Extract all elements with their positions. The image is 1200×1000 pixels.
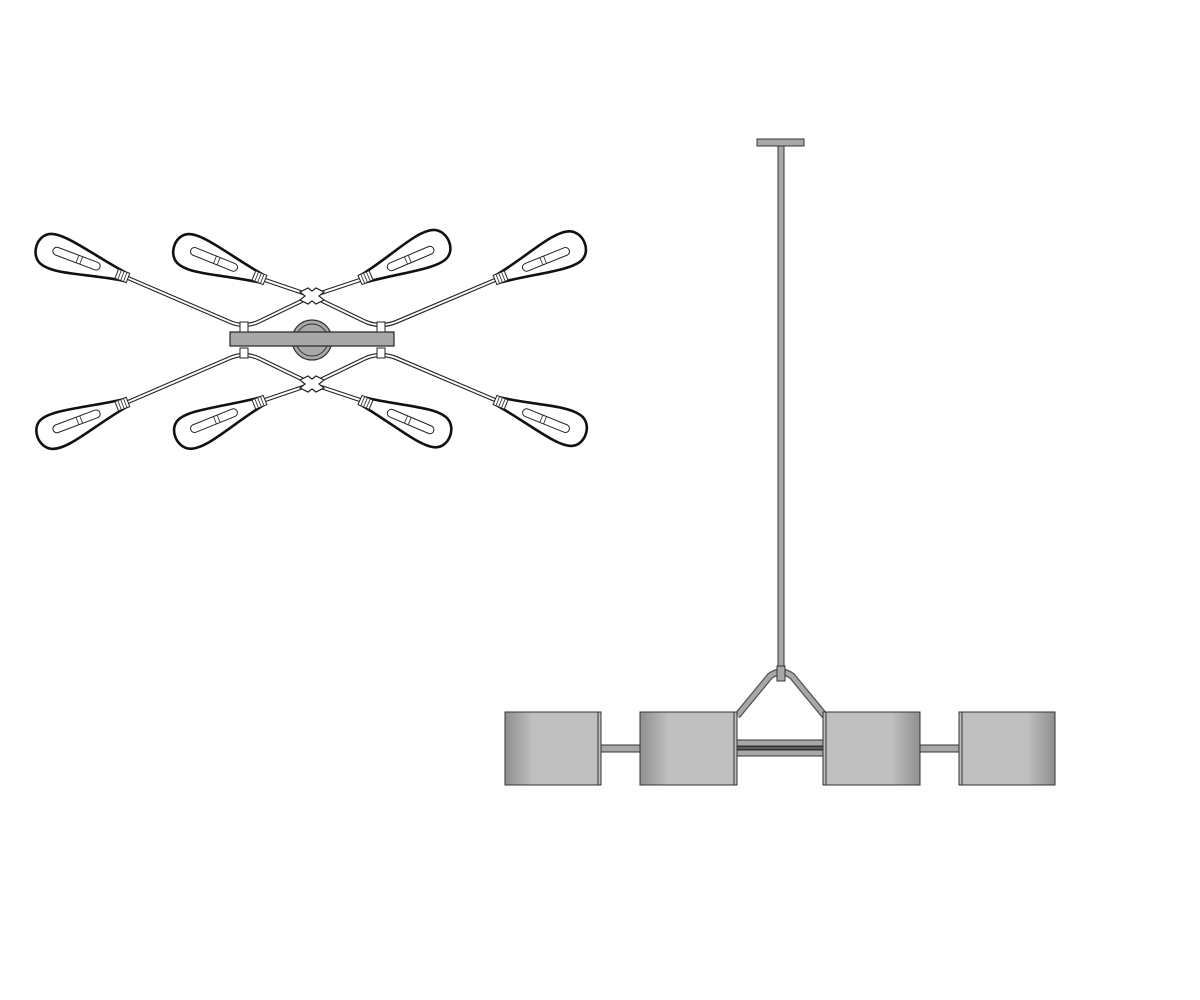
socket-ring xyxy=(498,272,503,283)
lamp xyxy=(492,229,588,286)
socket-ring xyxy=(123,398,128,408)
socket-ring xyxy=(254,398,259,409)
socket-ring xyxy=(120,399,125,409)
cross-joint xyxy=(298,375,326,393)
bulb xyxy=(522,247,570,272)
center-bar-gap xyxy=(736,746,824,750)
socket-ring xyxy=(360,396,366,406)
elevation-view xyxy=(504,138,1056,786)
cross-joints xyxy=(298,287,326,393)
socket-ring xyxy=(117,270,122,280)
socket-ring xyxy=(495,274,501,284)
socket-ring xyxy=(360,274,366,284)
lamp xyxy=(171,232,268,286)
lamp xyxy=(357,228,452,286)
right-link-bar xyxy=(919,744,960,753)
bulb xyxy=(522,408,570,433)
bar-clips xyxy=(239,321,386,359)
bulb-band xyxy=(407,417,412,425)
bulb-band xyxy=(543,255,547,264)
shade-2 xyxy=(639,711,738,786)
socket-ring xyxy=(120,271,125,281)
center-bar-plan xyxy=(229,331,395,347)
bulb xyxy=(386,408,435,435)
lamps xyxy=(34,228,589,451)
socket-ring xyxy=(363,272,368,283)
down-rod xyxy=(777,145,785,669)
plan-view xyxy=(34,228,589,451)
socket-ring xyxy=(365,398,371,409)
socket-ring xyxy=(257,397,262,408)
shade-4 xyxy=(958,711,1056,786)
socket-ring xyxy=(501,398,506,409)
center-bar-lower xyxy=(736,749,824,757)
socket-ring xyxy=(257,272,262,283)
lamp xyxy=(34,232,131,284)
bulb-band xyxy=(404,256,408,265)
bulb xyxy=(190,408,238,433)
bulb xyxy=(52,246,101,271)
bulb-band xyxy=(539,414,544,423)
socket-ring xyxy=(123,272,128,282)
lamp xyxy=(357,394,453,449)
bulb-band xyxy=(216,257,221,266)
rod-connector xyxy=(776,665,786,682)
ceiling-canopy xyxy=(756,138,805,147)
bulb xyxy=(190,247,238,272)
bulb-band xyxy=(75,417,80,425)
shade-3 xyxy=(822,711,921,786)
arm-clip xyxy=(239,321,249,333)
socket-ring xyxy=(259,396,265,406)
lamp xyxy=(35,396,131,451)
socket-ring xyxy=(495,396,501,406)
bulb-band xyxy=(539,257,544,266)
center-bar-upper xyxy=(736,739,824,747)
bulb-band xyxy=(79,415,83,424)
arm-clip xyxy=(376,321,386,333)
socket-ring xyxy=(254,271,259,282)
lamp xyxy=(172,394,268,451)
shade-1 xyxy=(504,711,602,786)
bulb-band xyxy=(75,255,80,263)
arm-clip xyxy=(376,347,386,359)
socket-ring xyxy=(259,274,265,284)
bulb xyxy=(52,409,101,434)
lamp xyxy=(492,394,589,448)
arm-clip xyxy=(239,347,249,359)
bulb-band xyxy=(213,255,217,264)
socket-ring xyxy=(363,397,368,408)
bulb xyxy=(386,245,435,272)
left-link-bar xyxy=(600,744,641,753)
socket-ring xyxy=(501,271,506,282)
bulb-band xyxy=(79,256,83,265)
socket-ring xyxy=(365,271,371,282)
bulb-band xyxy=(407,255,412,263)
bulb-band xyxy=(404,415,408,424)
socket-ring xyxy=(117,400,122,410)
cross-joint xyxy=(298,287,326,305)
socket-ring xyxy=(498,397,503,408)
bulb-band xyxy=(213,416,217,425)
bulb-band xyxy=(216,414,221,423)
bulb-band xyxy=(543,416,547,425)
